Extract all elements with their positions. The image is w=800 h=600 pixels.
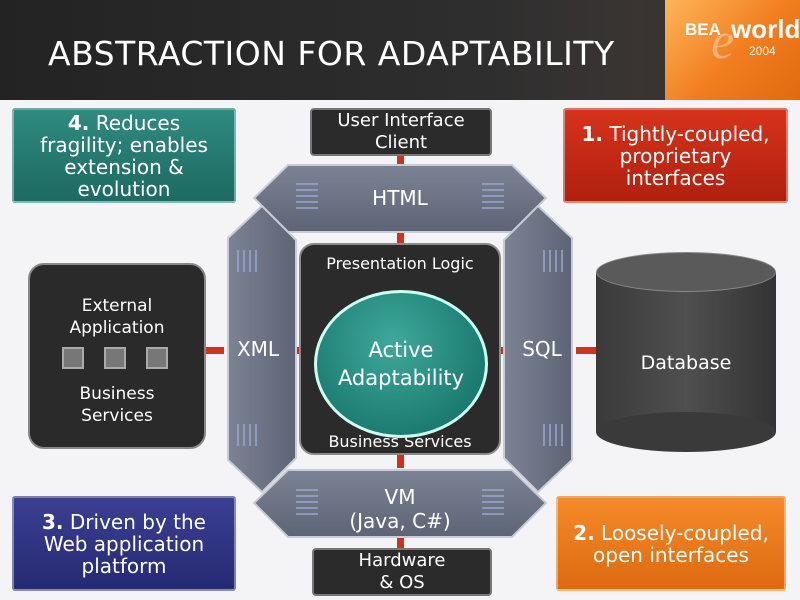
module-square-icon [104,347,126,369]
external-sub1: Business [79,384,155,404]
html-label: HTML [372,186,428,210]
logo-bea: BEA [685,20,721,39]
vm-label: VM [384,485,416,509]
callout-number: 1. [581,121,603,146]
connector-right [576,347,596,354]
slide-title: ABSTRACTION FOR ADAPTABILITY [48,34,615,73]
vm-sublabel: (Java, C#) [349,509,451,533]
database-cylinder-top [596,252,776,292]
callout-tightly-coupled: 1. Tightly-coupled, proprietary interfac… [563,108,788,203]
database-label: Database [640,352,732,374]
module-square-icon [146,347,168,369]
hardware-line1: Hardware [358,550,446,571]
title-bar: ABSTRACTION FOR ADAPTABILITY e BEA world… [0,0,800,100]
ui-client-line2: Client [374,132,428,153]
database-cylinder-body [596,272,776,432]
callout-text: Driven by the Web application platform [43,509,206,578]
sql-layer [503,204,573,494]
callout-text: Loosely-coupled, open interfaces [593,520,769,567]
xml-label: XML [236,337,280,361]
logo-year: 2004 [749,44,776,58]
module-square-icon [62,347,84,369]
presentation-logic-label: Presentation Logic [326,254,474,273]
external-line1: External [81,296,153,316]
bea-eworld-logo: e BEA world 2004 [665,0,800,100]
ui-client-line1: User Interface [337,110,465,131]
callout-text: Reduces fragility; enables extension & e… [40,110,208,201]
connector-top [397,156,404,170]
connector-bottom [397,532,404,548]
connector-left [206,347,224,354]
callout-number: 4. [67,110,90,135]
active-line1: Active [368,338,434,362]
callout-loosely-coupled: 2. Loosely-coupled, open interfaces [556,496,786,591]
active-line2: Adaptability [337,366,465,390]
callout-text: Tightly-coupled, proprietary interfaces [609,121,770,190]
logo-e-glyph: e [711,13,735,70]
grille-marks [237,183,563,515]
connector-top-inner [397,230,404,244]
callout-number: 2. [573,520,595,545]
xml-layer [227,204,297,494]
connector-bottom-inner [397,454,404,468]
callout-reduces-fragility: 4. Reduces fragility; enables extension … [12,108,236,203]
vm-layer [252,469,548,538]
hardware-os-box: Hardware& OS [312,548,492,596]
external-line2: Application [69,318,165,338]
database-cylinder-bottom [596,412,776,452]
sql-label: SQL [522,337,562,361]
hardware-line2: & OS [379,572,425,593]
logo-world: world [731,14,800,44]
external-sub2: Services [81,406,153,426]
business-services-label: Business Services [328,432,472,451]
callout-number: 3. [42,509,64,534]
callout-driven-by-platform: 3. Driven by the Web application platfor… [12,496,236,591]
